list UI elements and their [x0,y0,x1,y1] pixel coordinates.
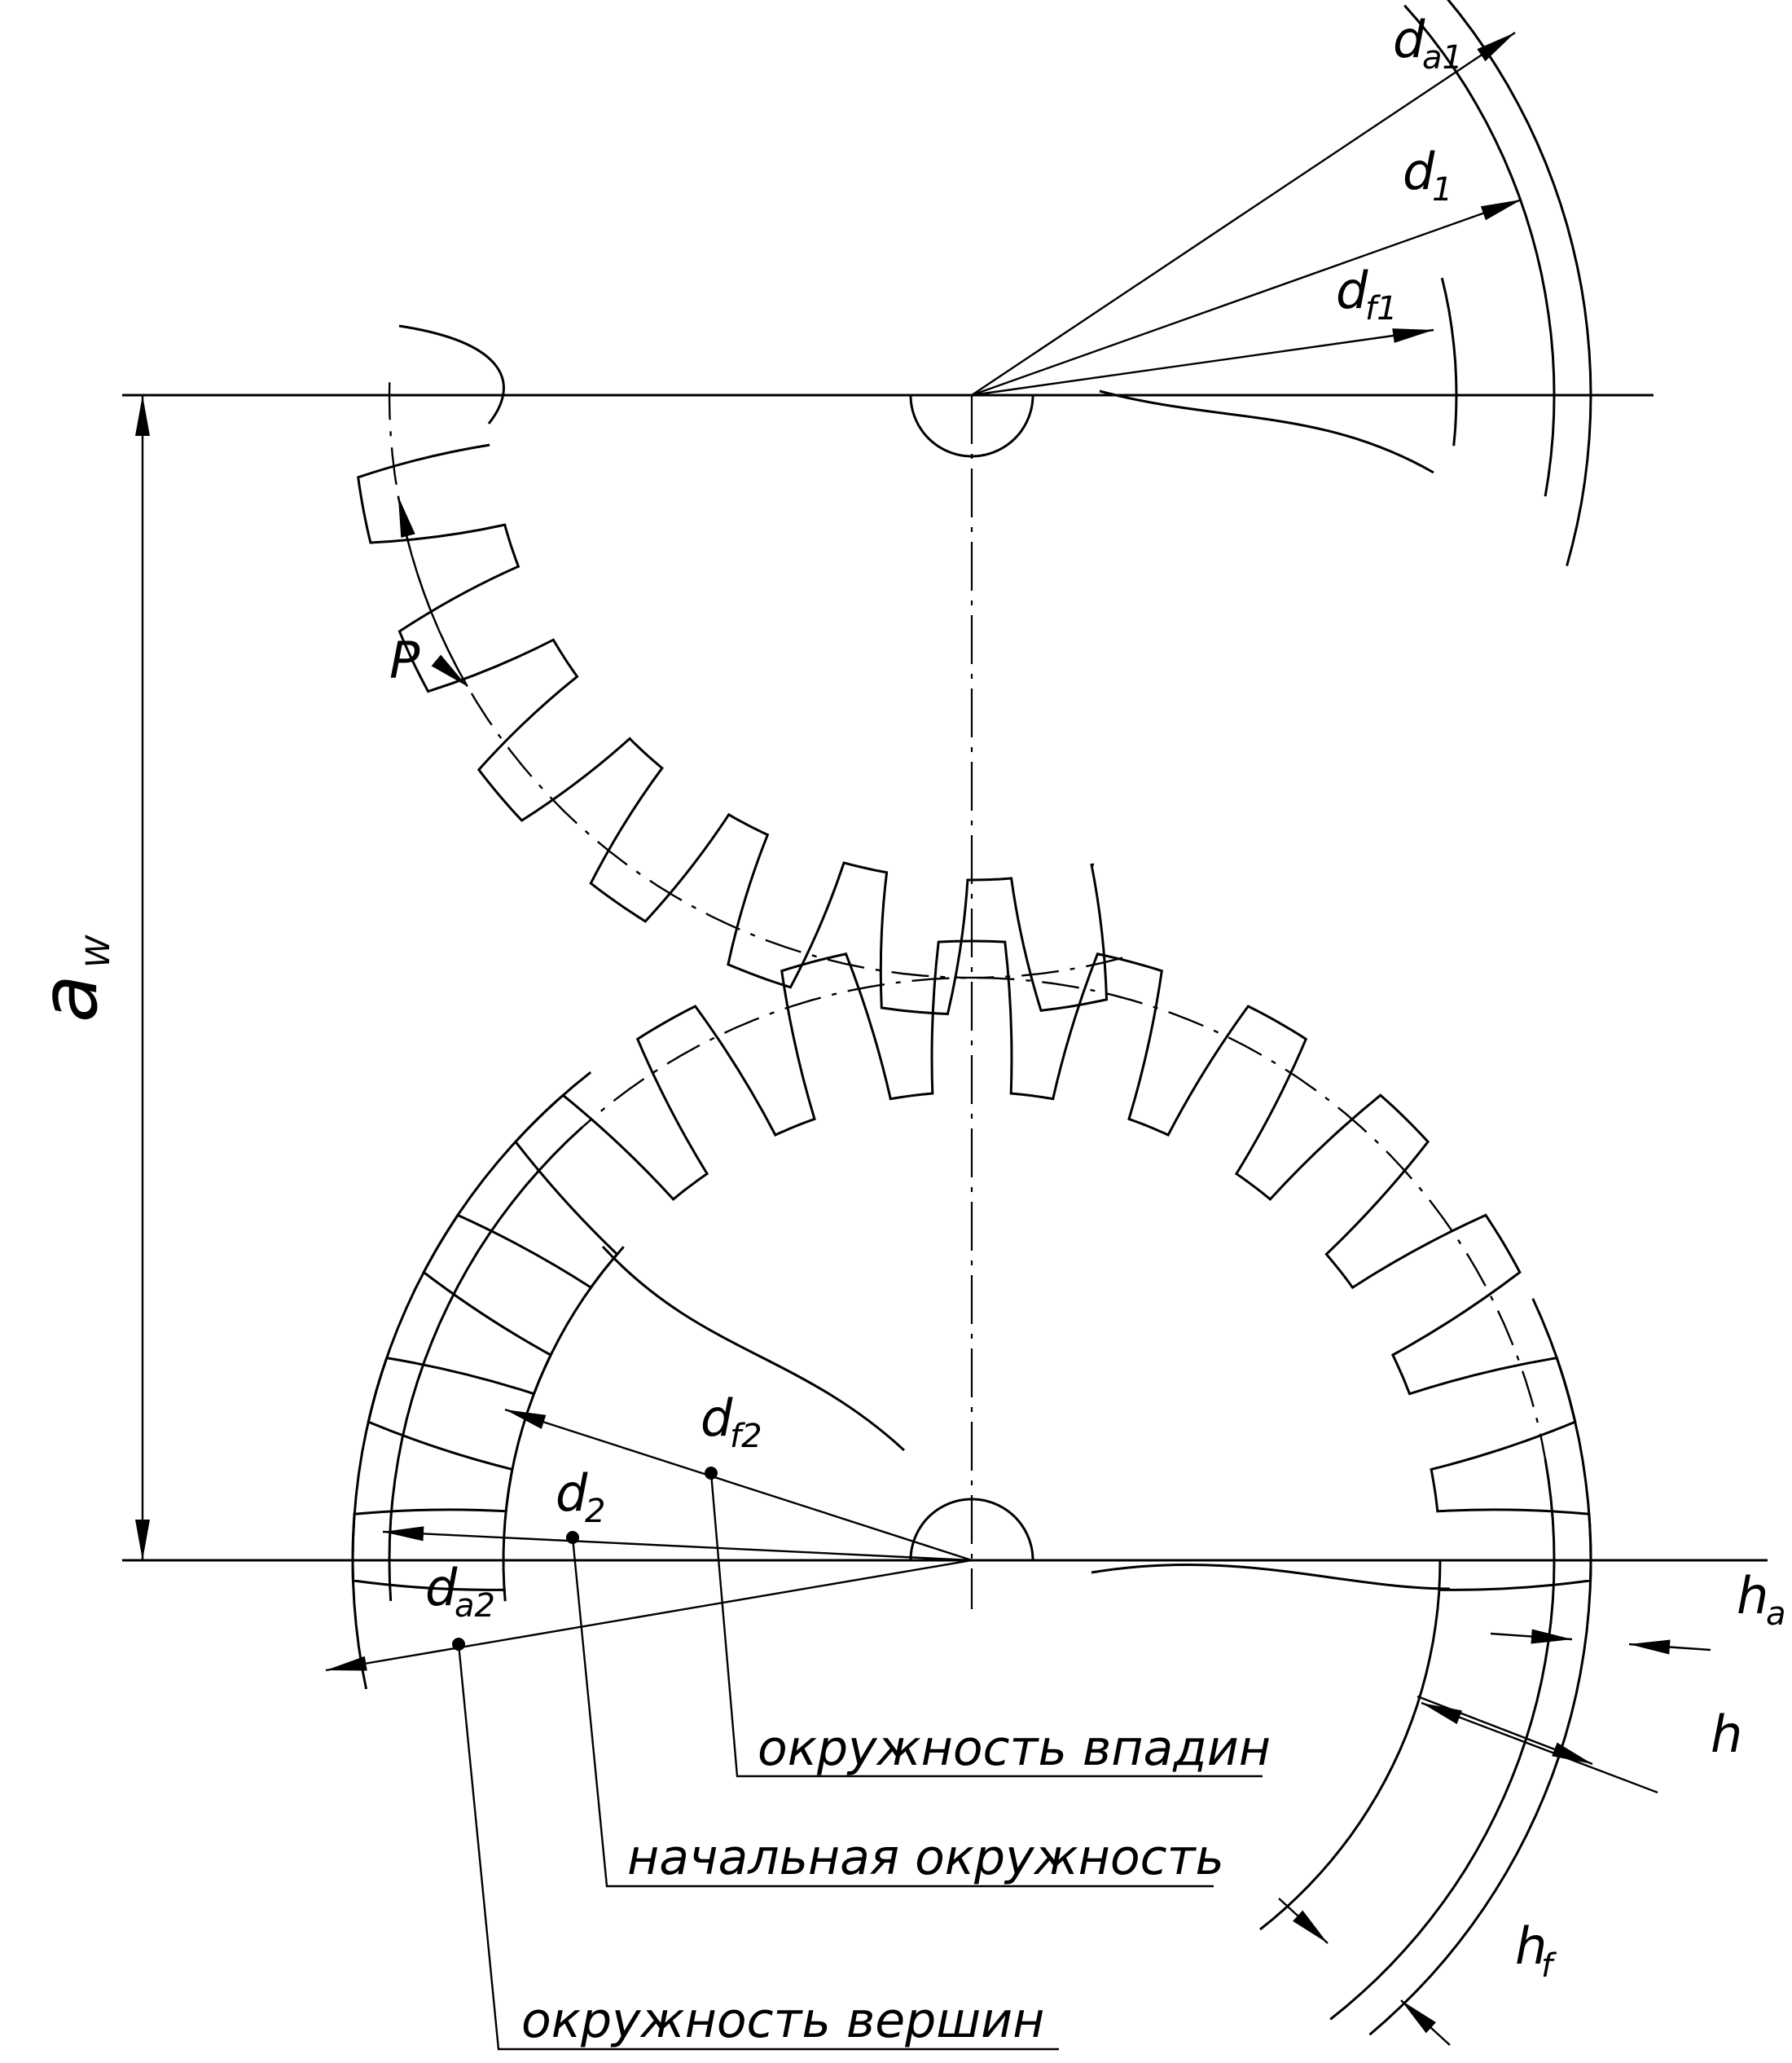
caption-root-circle: окружность впадин [758,1720,1271,1777]
svg-text:W: W [80,935,117,968]
label-ha: h a [1737,1566,1786,1633]
dimension-aw-arrow-bottom [135,1520,150,1560]
label-d1: d 1 [1403,142,1452,209]
caption-pitch-circle: начальная окружность [627,1829,1224,1886]
gear-2-break-lines [601,1245,1451,1590]
svg-text:d: d [1336,261,1368,320]
leader-df1 [971,328,1434,397]
caption-leader-tip [457,1643,1059,2051]
gear-1-hub [909,395,1034,458]
svg-text:f1: f1 [1365,290,1398,328]
label-aw: a W [24,935,117,1023]
dimension-ha-right-arrowhead [1629,1639,1671,1655]
leader-df2-arrowhead [505,1410,547,1429]
leader-df2 [504,1408,973,1562]
svg-text:h: h [1737,1566,1768,1625]
caption-leader-pitch [571,1537,1214,1888]
svg-text:f: f [1541,1947,1557,1985]
svg-text:h: h [1711,1705,1742,1764]
gear-1-tip-arc [1447,0,1592,566]
leader-d2 [382,1530,973,1562]
leader-d2-arrowhead [383,1526,424,1542]
leader-df1-arrowhead [1392,328,1434,343]
gear-2-root-arc [502,1246,625,1602]
leader-da2-arrowhead [326,1656,367,1671]
pitch-arrow-upper [397,496,415,538]
svg-text:a: a [24,974,115,1023]
gear-2-hub [909,1498,1034,1560]
dimension-h-lower-arrowhead [1421,1703,1462,1725]
svg-text:d: d [1403,142,1435,201]
gear-geometry [122,0,1768,2051]
dimension-hf-lower-arrowhead [1401,2000,1436,2034]
label-df2: d f2 [701,1388,762,1455]
leader-d1 [971,198,1522,397]
svg-text:d: d [1393,10,1425,69]
svg-text:h: h [1515,1916,1547,1976]
gear-2-teeth [351,939,1592,1593]
dimension-ha-left-arrowhead [1531,1629,1572,1644]
caption-tip-circle: окружность вершин [521,1992,1044,2049]
label-p: P [389,631,420,690]
svg-text:P: P [389,631,420,690]
dimension-h-upper-arrowhead [1552,1742,1592,1764]
svg-text:a1: a1 [1422,39,1463,77]
gear-2-tip-arc [351,1071,592,1690]
svg-text:d: d [701,1388,733,1448]
dimension-h-lower [1421,1701,1658,1794]
gear-1-root-arc [1440,277,1458,446]
dimension-aw-arrow-top [135,395,150,436]
gear-2-root-arc-right [1259,1559,1442,1931]
label-hf: h f [1515,1916,1557,1985]
svg-text:1: 1 [1432,171,1452,209]
leader-da1-arrowhead [1477,33,1515,62]
label-h: h [1711,1705,1742,1764]
leader-da2 [325,1559,973,1672]
caption-leader-root [709,1472,1263,1778]
label-da2: d a2 [425,1558,495,1625]
gear-2-tip-arc-right [1368,1298,1592,2036]
gear-2-pitch-circle [423,976,1550,1480]
svg-text:d: d [556,1463,588,1523]
dimension-hf-upper-arrowhead [1293,1910,1328,1943]
gear-1-break-lines [398,324,1434,474]
label-d2: d 2 [556,1463,605,1530]
label-df1: d f1 [1336,261,1398,328]
pitch-arrow-lower [431,654,468,687]
leader-d1-arrowhead [1480,200,1522,221]
svg-text:d: d [425,1558,458,1617]
svg-text:2: 2 [585,1493,605,1530]
leader-da1 [971,32,1516,396]
gear-1-pitch-arc [1403,4,1556,497]
gear-1-teeth [357,443,1109,1015]
svg-text:f2: f2 [730,1418,762,1455]
svg-text:a: a [1766,1595,1786,1633]
gear-1-pitch-circle [388,374,1123,979]
svg-text:a2: a2 [455,1587,495,1625]
label-da1: d a1 [1393,10,1463,77]
gear-2-pitch-arc [388,1126,583,1601]
gear-2-pitch-arc-right [1329,1458,1556,2021]
